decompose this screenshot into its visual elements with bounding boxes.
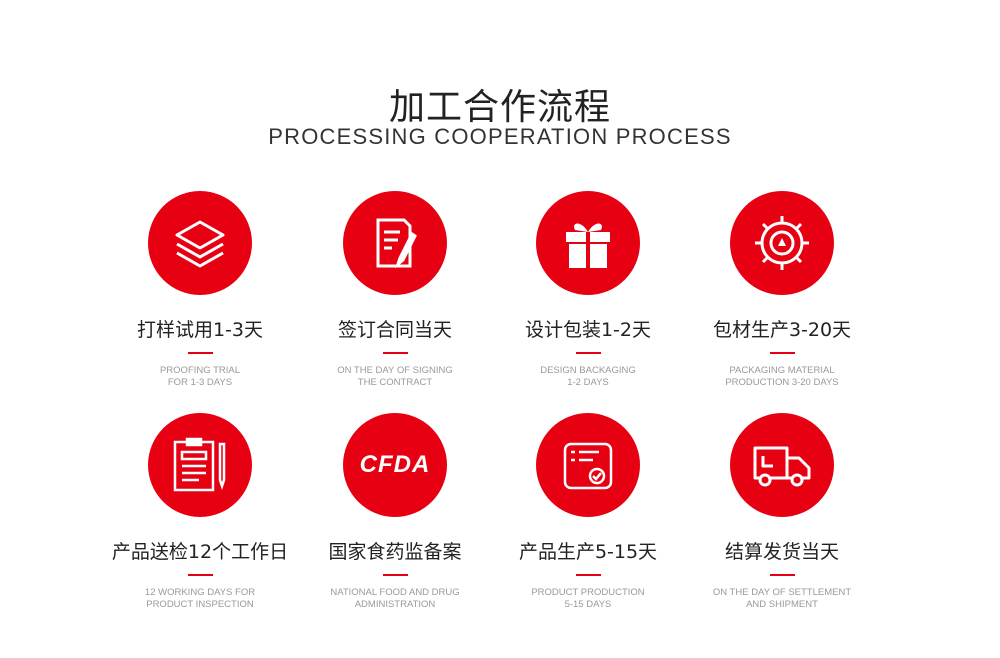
contract-sign-icon xyxy=(343,191,447,295)
step-desc: PRODUCT PRODUCTION 5-15 DAYS xyxy=(531,587,645,610)
step-name: 产品生产5-15天 xyxy=(518,541,658,563)
step-desc: ON THE DAY OF SIGNING THE CONTRACT xyxy=(337,365,453,388)
truck-icon xyxy=(730,413,834,517)
checklist-icon xyxy=(536,413,640,517)
step-name: 产品送检12个工作日 xyxy=(111,541,289,563)
page-title: 加工合作流程 xyxy=(388,87,611,128)
divider xyxy=(575,352,601,354)
gear-icon xyxy=(730,191,834,295)
step-desc: DESIGN BACKAGING 1-2 DAYS xyxy=(540,365,636,388)
step-shipment: 结算发货当天 ON THE DAY OF SETTLEMENT AND SHIP… xyxy=(672,413,892,611)
cfda-logo-text: CFDA xyxy=(359,451,431,478)
divider xyxy=(769,574,795,576)
step-cfda: CFDA 国家食药监备案 NATIONAL FOOD AND DRUG ADMI… xyxy=(285,413,505,611)
step-contract: 签订合同当天 ON THE DAY OF SIGNING THE CONTRAC… xyxy=(285,191,505,389)
gift-box-icon xyxy=(536,191,640,295)
step-name: 打样试用1-3天 xyxy=(136,319,264,341)
step-material: 包材生产3-20天 PACKAGING MATERIAL PRODUCTION … xyxy=(672,191,892,389)
step-name: 包材生产3-20天 xyxy=(712,319,852,341)
layers-icon xyxy=(148,191,252,295)
divider xyxy=(187,574,213,576)
step-name: 设计包装1-2天 xyxy=(524,319,652,341)
page-subtitle: PROCESSING COOPERATION PROCESS xyxy=(268,124,732,149)
step-inspection: 产品送检12个工作日 12 WORKING DAYS FOR PRODUCT I… xyxy=(90,413,310,611)
step-desc: PROOFING TRIAL FOR 1-3 DAYS xyxy=(159,365,241,388)
step-desc: PACKAGING MATERIAL PRODUCTION 3-20 DAYS xyxy=(725,365,839,388)
cfda-logo-icon: CFDA xyxy=(343,413,447,517)
divider xyxy=(382,574,408,576)
step-proofing: 打样试用1-3天 PROOFING TRIAL FOR 1-3 DAYS xyxy=(90,191,310,389)
step-desc: ON THE DAY OF SETTLEMENT AND SHIPMENT xyxy=(712,587,852,610)
step-production: 产品生产5-15天 PRODUCT PRODUCTION 5-15 DAYS xyxy=(478,413,698,611)
divider xyxy=(187,352,213,354)
step-desc: NATIONAL FOOD AND DRUG ADMINISTRATION xyxy=(330,587,460,610)
clipboard-icon xyxy=(148,413,252,517)
divider xyxy=(382,352,408,354)
divider xyxy=(575,574,601,576)
step-name: 国家食药监备案 xyxy=(328,541,462,563)
divider xyxy=(769,352,795,354)
step-design: 设计包装1-2天 DESIGN BACKAGING 1-2 DAYS xyxy=(478,191,698,389)
step-name: 签订合同当天 xyxy=(337,319,452,341)
step-name: 结算发货当天 xyxy=(724,541,839,563)
step-desc: 12 WORKING DAYS FOR PRODUCT INSPECTION xyxy=(144,587,256,610)
